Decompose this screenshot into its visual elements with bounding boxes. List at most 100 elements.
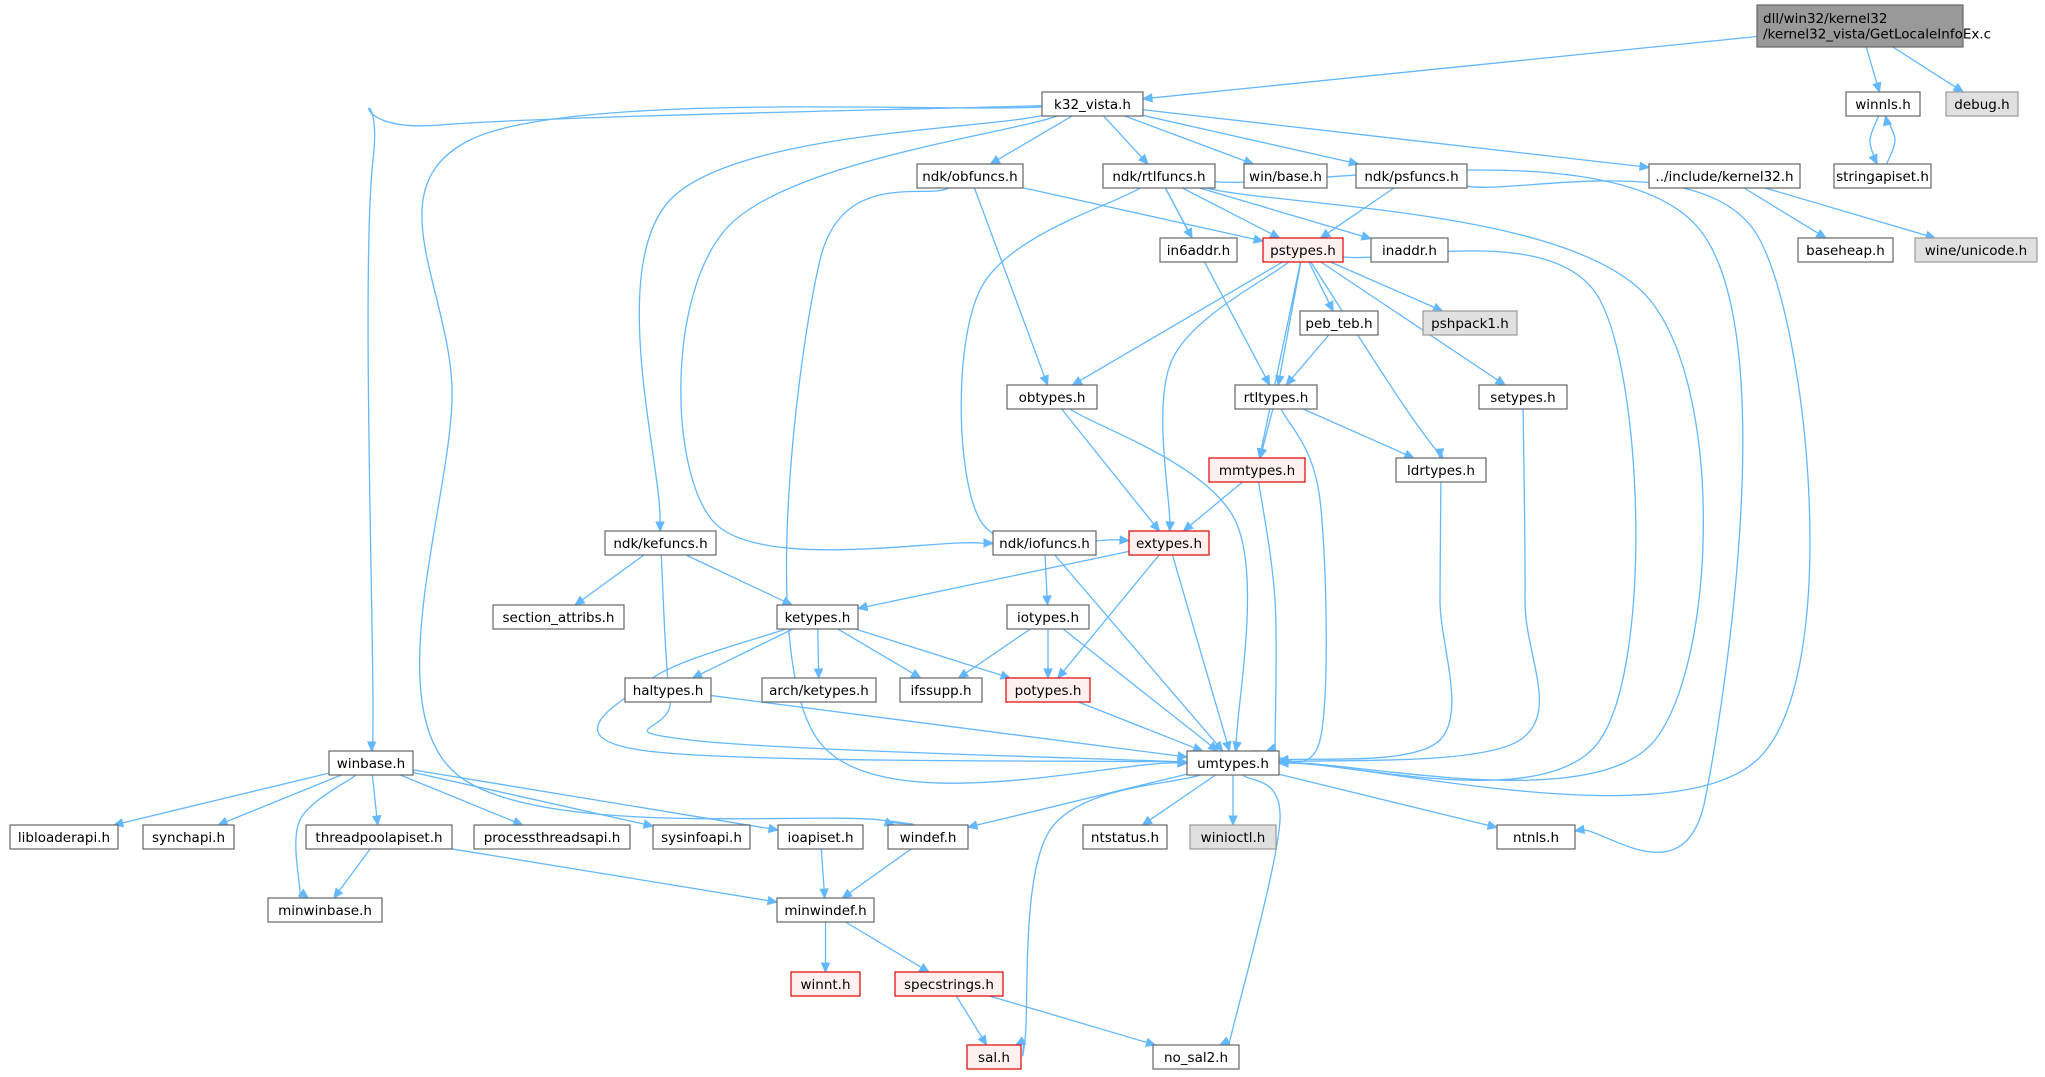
node-minwinbase[interactable]: minwinbase.h <box>267 897 383 923</box>
edge-line <box>710 694 1179 757</box>
edge-line <box>1214 169 1744 853</box>
node-win_base[interactable]: win/base.h <box>1243 163 1328 189</box>
node-umtypes[interactable]: umtypes.h <box>1186 750 1280 776</box>
node-winnls[interactable]: winnls.h <box>1845 91 1921 117</box>
edge-winbase-to-libloaderapi <box>112 772 330 828</box>
edge-line <box>1022 774 1201 1057</box>
node-peb_teb[interactable]: peb_teb.h <box>1299 310 1379 336</box>
edge-pstypes-to-peb_teb <box>1308 261 1334 313</box>
edge-line <box>866 550 1130 608</box>
node-ketypes[interactable]: ketypes.h <box>776 604 859 630</box>
node-potypes[interactable]: potypes.h <box>1005 677 1091 703</box>
node-threadpoolapiset[interactable]: threadpoolapiset.h <box>305 824 453 850</box>
edge-potypes-to-umtypes <box>1078 701 1204 752</box>
node-arch_ketypes[interactable]: arch/ketypes.h <box>761 677 877 703</box>
node-obtypes[interactable]: obtypes.h <box>1006 384 1098 410</box>
node-label: ntnls.h <box>1513 830 1559 846</box>
node-ntstatus[interactable]: ntstatus.h <box>1082 824 1168 850</box>
node-ndk_obfuncs[interactable]: ndk/obfuncs.h <box>916 163 1024 189</box>
edge-specstrings-to-sal <box>955 995 988 1047</box>
edge-line <box>400 774 515 823</box>
node-box <box>473 824 631 850</box>
edge-ndk_rtlfuncs-to-umtypes <box>1206 187 1704 781</box>
edge-mmtypes-to-extypes <box>1182 481 1243 532</box>
node-box <box>1208 457 1306 483</box>
edge-line <box>837 628 914 674</box>
edge-line <box>989 995 1147 1044</box>
arrowhead <box>813 668 824 680</box>
arrowhead <box>1141 93 1153 103</box>
arrowhead <box>1228 815 1238 827</box>
node-label: processthreadsapi.h <box>484 830 621 846</box>
node-specstrings[interactable]: specstrings.h <box>894 971 1004 997</box>
node-iotypes[interactable]: iotypes.h <box>1006 604 1090 630</box>
node-label: synchapi.h <box>152 830 225 846</box>
node-winbase[interactable]: winbase.h <box>328 750 414 776</box>
node-box <box>1102 163 1216 189</box>
node-haltypes[interactable]: haltypes.h <box>624 677 712 703</box>
node-baseheap[interactable]: baseheap.h <box>1797 237 1894 263</box>
node-ndk_psfuncs[interactable]: ndk/psfuncs.h <box>1355 163 1468 189</box>
node-ntnls[interactable]: ntnls.h <box>1496 824 1576 850</box>
node-stringapiset[interactable]: stringapiset.h <box>1833 163 1932 189</box>
node-label: rtltypes.h <box>1244 390 1309 406</box>
node-sal[interactable]: sal.h <box>966 1044 1022 1070</box>
node-label: minwindef.h <box>784 903 866 919</box>
node-winnt[interactable]: winnt.h <box>790 971 861 997</box>
edge-ldrtypes-to-umtypes <box>1269 481 1453 765</box>
node-box <box>1833 163 1932 189</box>
node-sysinfoapi[interactable]: sysinfoapi.h <box>652 824 751 850</box>
node-ndk_kefuncs[interactable]: ndk/kefuncs.h <box>604 530 717 556</box>
edge-line <box>1182 187 1272 235</box>
arrowhead <box>1165 521 1175 533</box>
node-section_attribs[interactable]: section_attribs.h <box>492 604 625 630</box>
edge-ndk_obfuncs-to-pstypes <box>1022 187 1265 244</box>
node-ndk_iofuncs[interactable]: ndk/iofuncs.h <box>992 530 1097 556</box>
edge-line <box>976 773 1188 826</box>
node-pshpack1[interactable]: pshpack1.h <box>1422 310 1518 336</box>
node-inaddr[interactable]: inaddr.h <box>1370 237 1449 263</box>
node-k32_vista[interactable]: k32_vista.h <box>1041 91 1144 117</box>
node-ioapiset[interactable]: ioapiset.h <box>777 824 864 850</box>
node-processthreadsapi[interactable]: processthreadsapi.h <box>473 824 631 850</box>
node-root[interactable]: dll/win32/kernel32/kernel32_vista/GetLoc… <box>1756 4 1991 48</box>
node-label: arch/ketypes.h <box>769 683 869 699</box>
node-extypes[interactable]: extypes.h <box>1128 530 1210 556</box>
edge-line <box>1079 261 1283 382</box>
arrowhead <box>1403 449 1416 459</box>
node-synchapi[interactable]: synchapi.h <box>142 824 235 850</box>
node-libloaderapi[interactable]: libloaderapi.h <box>9 824 119 850</box>
node-windef[interactable]: windef.h <box>887 824 969 850</box>
node-label: mmtypes.h <box>1219 463 1295 479</box>
edge-iotypes-to-ifssupp <box>957 628 1031 679</box>
node-mmtypes[interactable]: mmtypes.h <box>1208 457 1306 483</box>
edge-obtypes-to-extypes <box>1061 408 1161 532</box>
node-winioctl[interactable]: winioctl.h <box>1189 824 1277 850</box>
node-debug[interactable]: debug.h <box>1945 91 2019 117</box>
node-ldrtypes[interactable]: ldrtypes.h <box>1395 457 1487 483</box>
arrowhead <box>966 820 979 830</box>
node-label: /kernel32_vista/GetLocaleInfoEx.c <box>1763 27 1991 43</box>
node-in6addr[interactable]: in6addr.h <box>1159 237 1238 263</box>
edge-line <box>412 771 645 825</box>
arrowhead <box>820 962 831 974</box>
edge-line <box>685 554 785 602</box>
node-no_sal2[interactable]: no_sal2.h <box>1152 1044 1240 1070</box>
edge-winnls-to-stringapiset <box>1868 115 1880 166</box>
edge-ndk_obfuncs-to-obtypes <box>973 187 1049 387</box>
node-setypes[interactable]: setypes.h <box>1478 384 1568 410</box>
node-rtltypes[interactable]: rtltypes.h <box>1234 384 1318 410</box>
node-box <box>1914 237 2038 263</box>
node-ifssupp[interactable]: ifssupp.h <box>899 677 983 703</box>
edge-k32_vista-to-windef <box>418 106 1043 827</box>
edge-line <box>1249 180 1811 797</box>
node-ndk_rtlfuncs[interactable]: ndk/rtlfuncs.h <box>1102 163 1216 189</box>
node-wine_unicode[interactable]: wine/unicode.h <box>1914 237 2038 263</box>
edge-minwindef-to-specstrings <box>845 921 931 973</box>
node-label: sysinfoapi.h <box>661 830 742 846</box>
edge-line <box>1151 35 1758 99</box>
node-minwindef[interactable]: minwindef.h <box>776 897 875 923</box>
arrowhead <box>1434 448 1445 460</box>
node-inc_kernel32[interactable]: ../include/kernel32.h <box>1648 163 1801 189</box>
node-pstypes[interactable]: pstypes.h <box>1262 237 1344 263</box>
